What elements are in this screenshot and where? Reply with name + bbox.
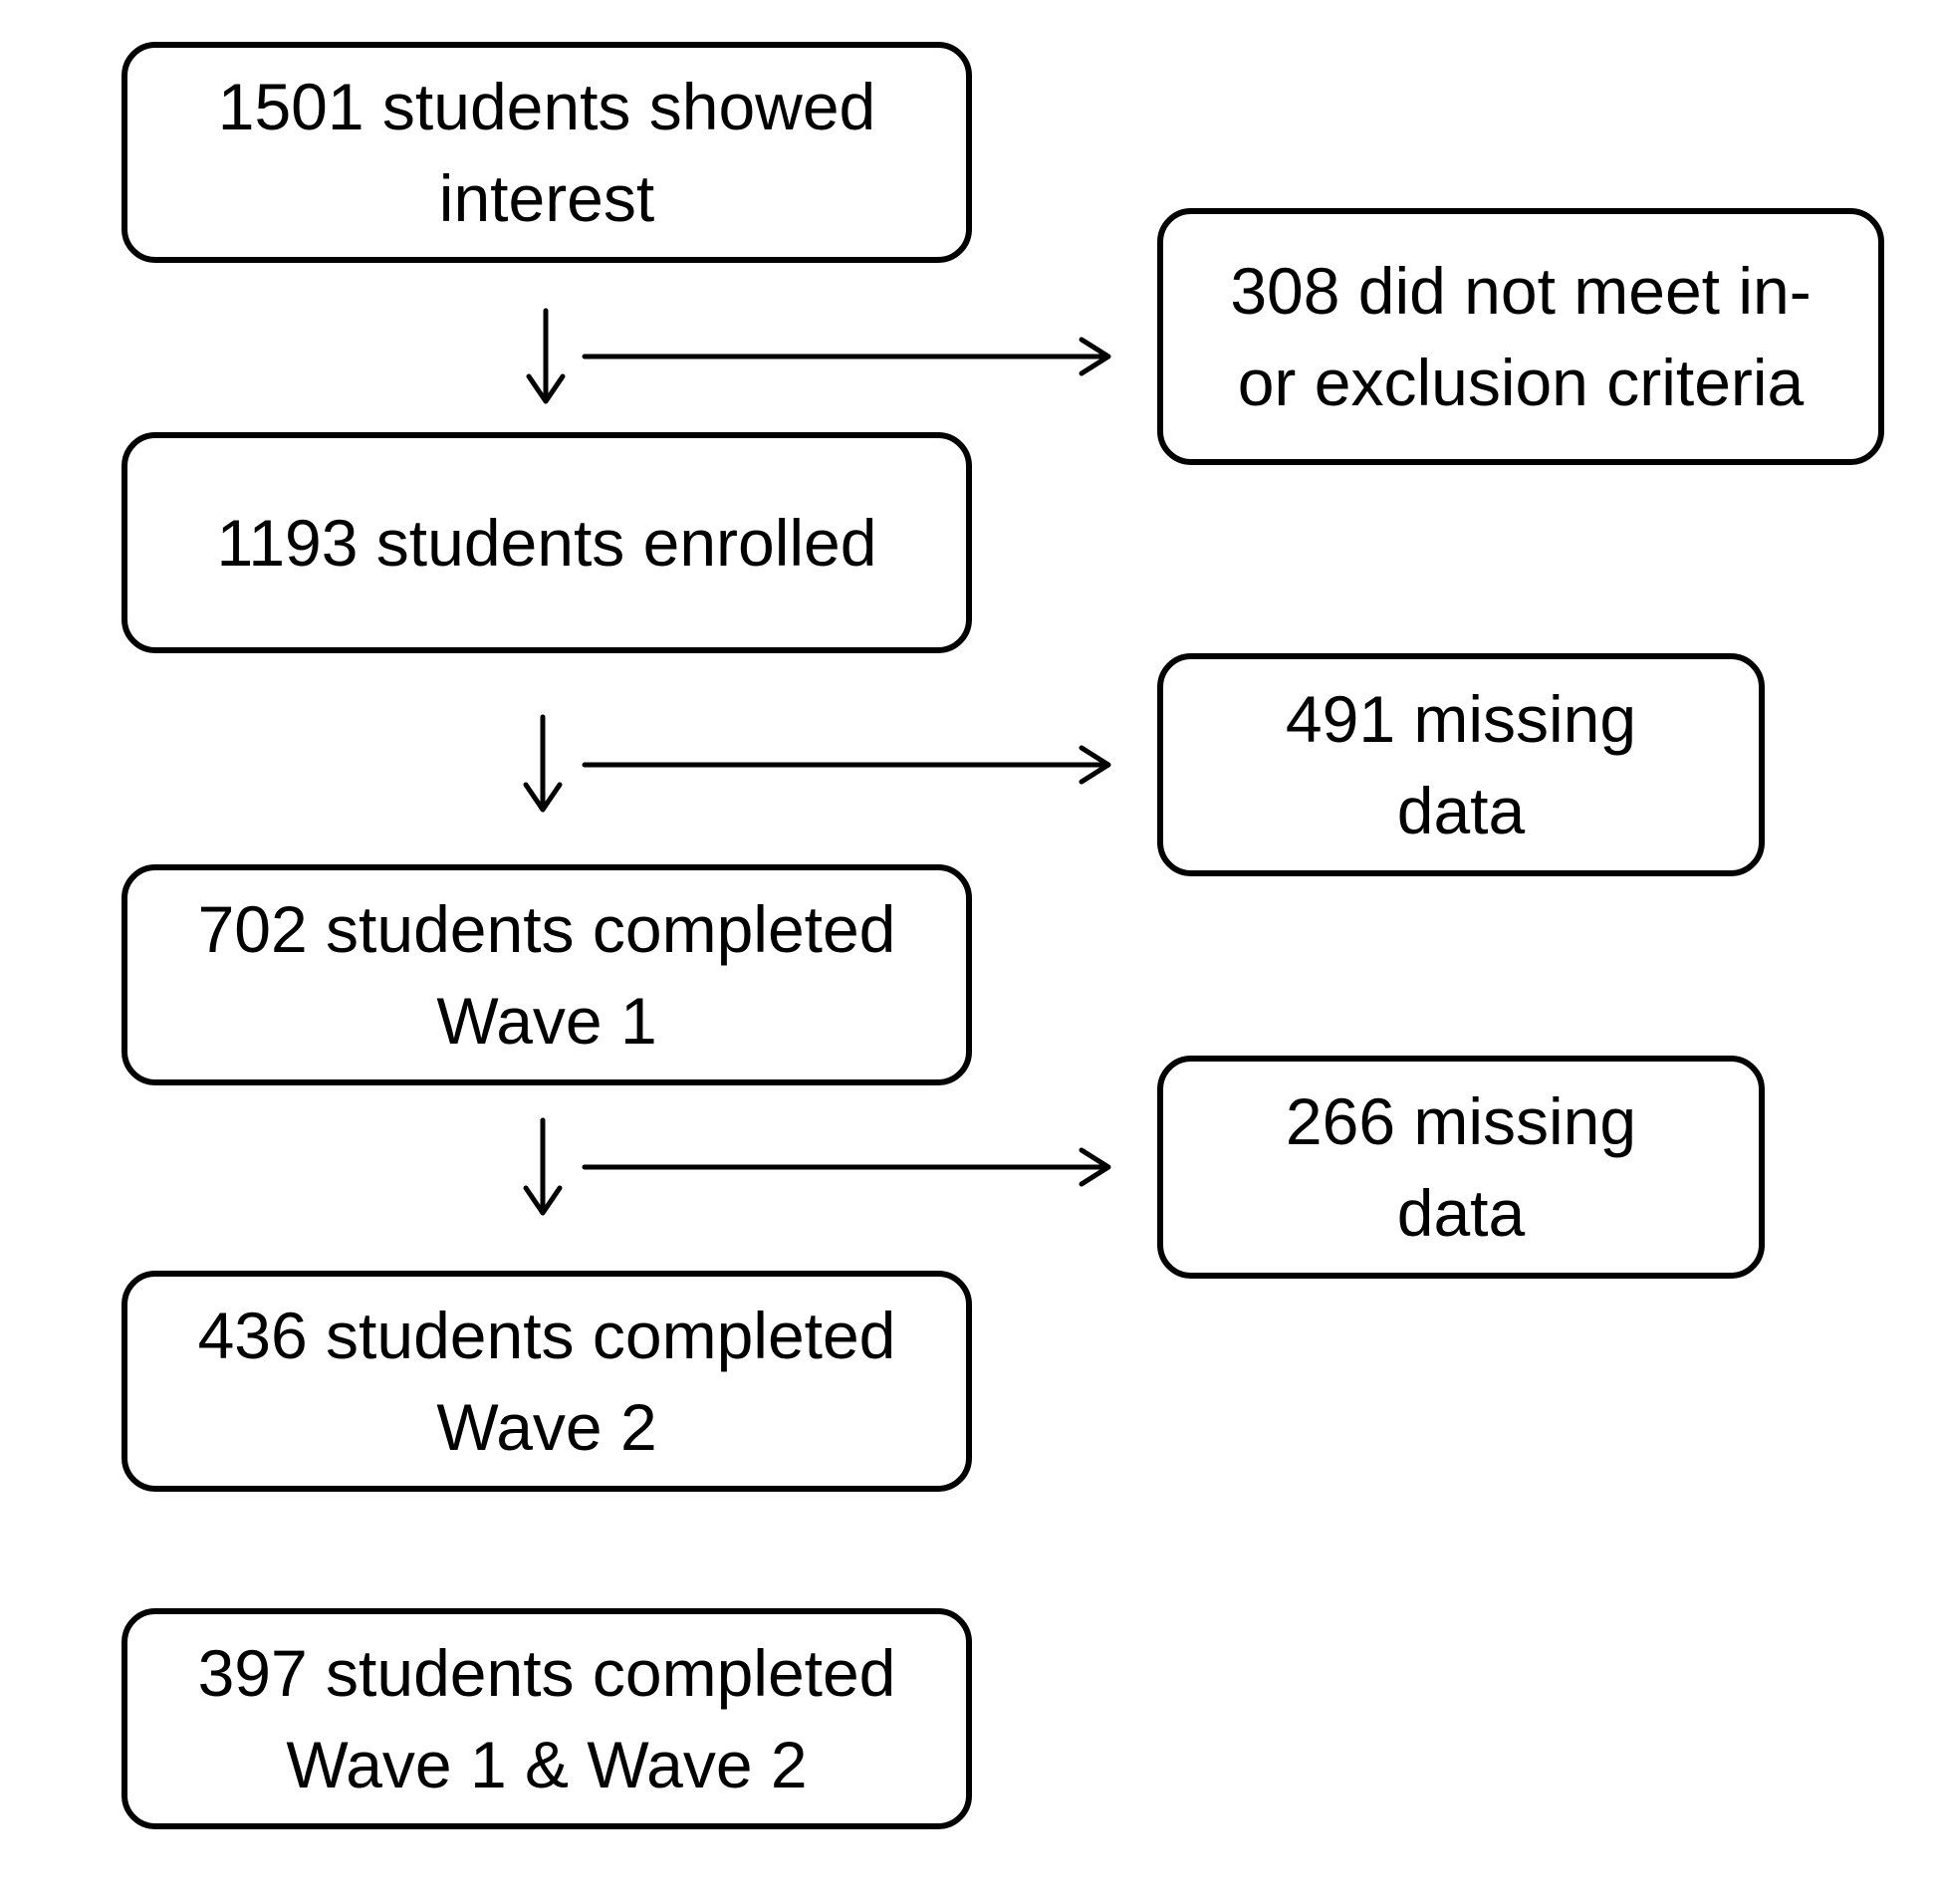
box-label-line2: data: [1396, 774, 1526, 847]
box-label-line2: Wave 2: [436, 1390, 657, 1464]
box-label-line1: 397 students completed: [197, 1636, 896, 1710]
box-label-line2: data: [1396, 1176, 1526, 1250]
box-completed-both-waves: 397 students completed Wave 1 & Wave 2: [121, 1608, 972, 1829]
box-label-line1: 266 missing: [1285, 1084, 1637, 1158]
box-label-line2: interest: [438, 161, 655, 235]
box-label-line1: 1193 students enrolled: [216, 506, 877, 580]
box-label-line1: 1501 students showed: [217, 70, 876, 143]
box-missing-data-wave-2: 266 missing data: [1157, 1056, 1765, 1279]
box-completed-wave-2: 436 students completed Wave 2: [121, 1271, 972, 1492]
right-arrow-2: [582, 745, 1111, 785]
box-label-line2: Wave 1: [436, 984, 657, 1058]
box-label-line1: 702 students completed: [197, 892, 896, 966]
box-excluded-criteria: 308 did not meet in- or exclusion criter…: [1157, 208, 1884, 465]
box-label-line2: Wave 1 & Wave 2: [286, 1728, 808, 1801]
down-arrow-2: [523, 714, 563, 813]
box-label-line1: 491 missing: [1285, 682, 1637, 756]
box-missing-data-wave-1: 491 missing data: [1157, 653, 1765, 876]
down-arrow-3: [523, 1117, 563, 1216]
box-completed-wave-1: 702 students completed Wave 1: [121, 864, 972, 1085]
right-arrow-3: [582, 1147, 1111, 1187]
box-label-line2: or exclusion criteria: [1237, 346, 1805, 419]
down-arrow-1: [526, 308, 566, 404]
box-label-line1: 308 did not meet in-: [1230, 254, 1812, 328]
box-students-enrolled: 1193 students enrolled: [121, 432, 972, 653]
right-arrow-1: [582, 337, 1111, 376]
box-label-line1: 436 students completed: [197, 1299, 896, 1372]
box-students-showed-interest: 1501 students showed interest: [121, 42, 972, 263]
